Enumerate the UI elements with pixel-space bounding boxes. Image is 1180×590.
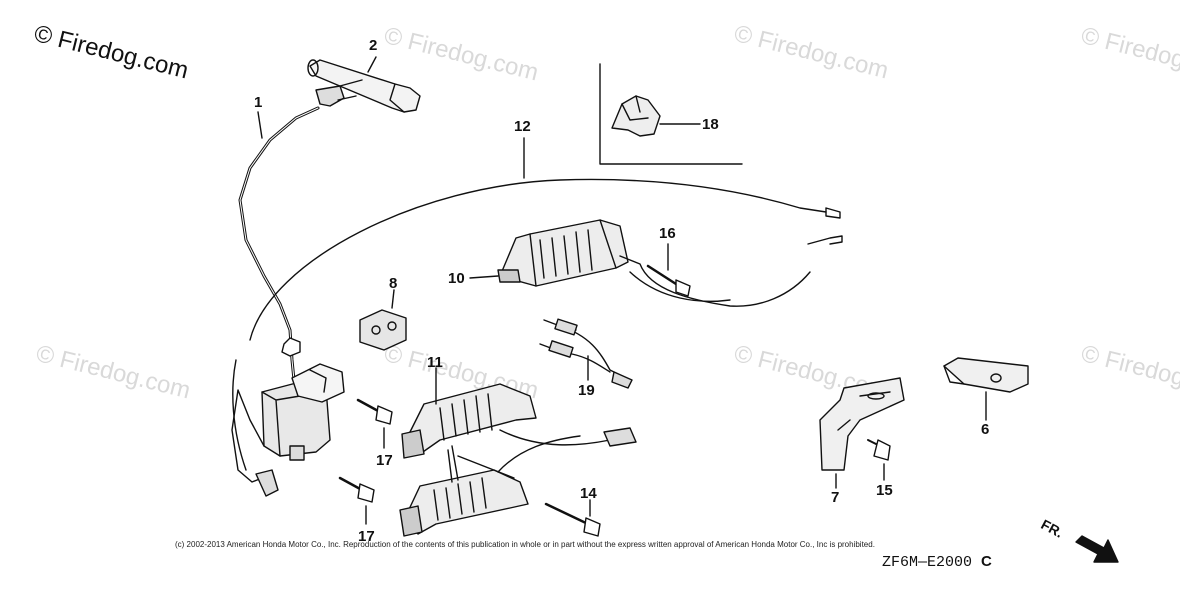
callout-part-14: 14: [580, 485, 597, 502]
callout-part-15: 15: [876, 482, 893, 499]
callout-part-2: 2: [369, 37, 378, 54]
bolt-part-15: [867, 439, 891, 481]
callout-part-1: 1: [254, 94, 263, 111]
callout-part-17: 17: [376, 452, 393, 469]
callout-part-16: 16: [659, 225, 676, 242]
exciter-coil-part-11: [399, 367, 637, 537]
diagram-code-suffix: C: [981, 553, 992, 570]
charge-coil-part-10: [469, 219, 843, 307]
bracket-part-6: [943, 357, 1029, 421]
grommet-part-8: [359, 289, 407, 351]
plug-cap-part-2: [307, 56, 421, 113]
callout-part-19: 19: [578, 382, 595, 399]
front-direction-arrow: [1075, 535, 1119, 563]
clip-part-18: [599, 63, 743, 165]
callout-part-7: 7: [831, 489, 840, 506]
diagram-code-text: ZF6M—E2000: [882, 554, 973, 571]
wire-part-12: [232, 137, 841, 471]
bolt-part-17: [338, 398, 393, 525]
harness-part-19: [539, 318, 633, 389]
diagram-code: ZF6M—E2000 C: [882, 553, 992, 571]
callout-part-8: 8: [389, 275, 398, 292]
bolt-part-14: [544, 499, 601, 537]
callout-part-17: 17: [358, 528, 375, 545]
bracket-part-7: [819, 377, 905, 489]
ignition-coil-part-1: [231, 106, 345, 497]
bolt-part-16: [646, 243, 691, 297]
callout-part-11: 11: [427, 354, 443, 371]
callout-part-6: 6: [981, 421, 990, 438]
callout-part-10: 10: [448, 270, 465, 287]
callout-part-12: 12: [514, 118, 531, 135]
copyright-notice: (c) 2002-2013 American Honda Motor Co., …: [175, 540, 875, 549]
callout-part-18: 18: [702, 116, 719, 133]
